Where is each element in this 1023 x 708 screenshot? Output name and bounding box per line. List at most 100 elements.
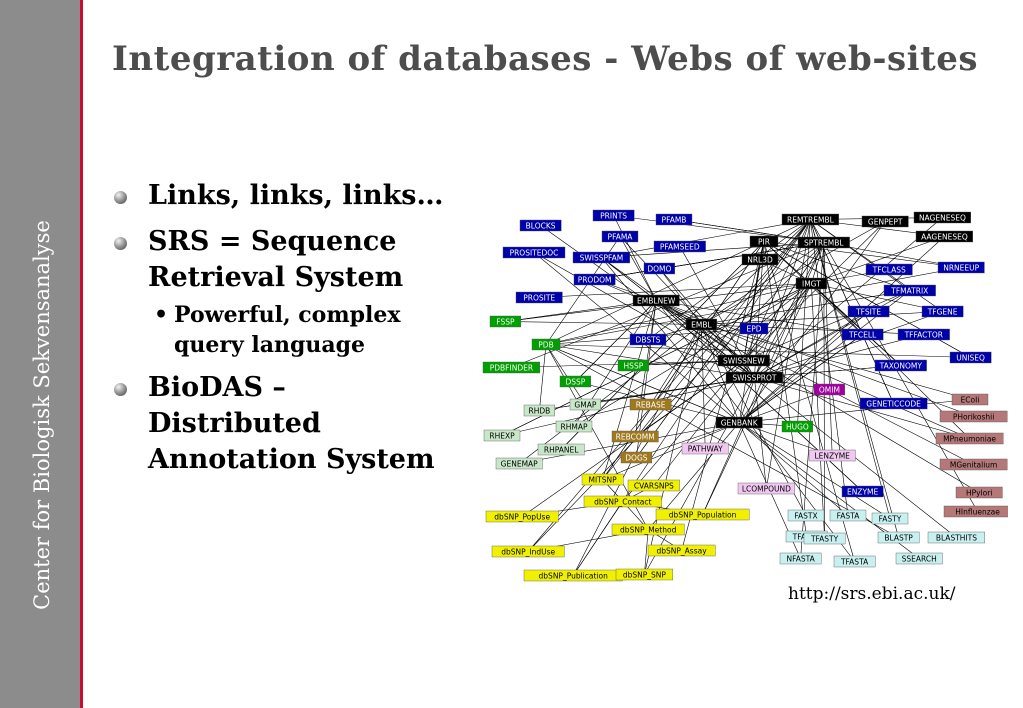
connection-line: [738, 221, 886, 423]
db-node-label: BLASTP: [884, 534, 913, 543]
db-node-label: dbSNP_Contact: [594, 498, 651, 507]
db-node-label: HPylori: [966, 489, 992, 498]
db-node-label: TFMATRIX: [890, 287, 928, 296]
connection-line: [545, 344, 740, 423]
sidebar-label: Center for Biologisk Sekvensanalyse: [30, 220, 54, 610]
db-node-box: [847, 305, 890, 318]
db-node-label: RHPANEL: [544, 446, 579, 455]
db-node: SWISSPROT: [725, 371, 783, 384]
db-node-label: EPD: [746, 325, 761, 334]
db-node-label: SSEARCH: [902, 555, 937, 564]
db-node-box: [485, 510, 559, 523]
db-node: TFGENE: [921, 305, 964, 318]
db-node-box: [739, 322, 769, 335]
db-node-box: [519, 219, 562, 232]
db-node-box: [937, 261, 985, 274]
db-node: PIR: [749, 235, 779, 248]
sub-bullet-icon: •: [154, 302, 169, 328]
bullet-icon: [114, 191, 127, 204]
db-node-label: HSSP: [624, 362, 644, 371]
connection-line: [539, 344, 547, 411]
db-node: PRODOM: [573, 273, 616, 286]
db-node-label: RHEXP: [489, 432, 515, 441]
connection-line: [701, 290, 910, 325]
db-node-box: [865, 263, 913, 276]
db-node: PRINTS: [592, 209, 635, 222]
bullet-item: BioDAS – Distributed Annotation System: [112, 370, 462, 478]
db-node-box: [569, 398, 601, 411]
sidebar-accent-rule: [80, 0, 83, 708]
db-node: PROSITE: [515, 291, 563, 304]
db-node-box: [617, 359, 649, 372]
db-node: PATHWAY: [681, 442, 729, 455]
db-node-box: [482, 361, 540, 374]
db-node-box: [841, 485, 884, 498]
db-node: NFASTA: [779, 552, 822, 565]
db-node-label: FASTX: [794, 512, 817, 521]
db-node: PFAMB: [655, 213, 693, 226]
db-node-box: [583, 495, 662, 508]
connection-line: [701, 242, 824, 325]
db-node: MPneumoniae: [935, 432, 1004, 445]
connection-line: [647, 339, 755, 378]
db-node: GENBANK: [715, 416, 763, 429]
db-node-label: MPneumoniae: [943, 435, 996, 444]
db-node: NRNEEUP: [937, 261, 985, 274]
connection-line: [743, 283, 812, 361]
connection-line: [810, 219, 849, 516]
db-node-label: SWISSNEW: [723, 357, 765, 366]
db-node: HInfluenzae: [943, 505, 1008, 518]
db-node-label: SPTREMBL: [804, 239, 844, 248]
connection-line: [743, 221, 886, 361]
connection-line: [619, 236, 755, 378]
db-node-label: GENBANK: [721, 419, 759, 428]
db-node-box: [781, 420, 813, 433]
connection-line: [656, 300, 980, 493]
srs-database-network-diagram: PRINTSBLOCKSPFAMBPFAMAPROSITEDOCSWISSPFA…: [482, 209, 1008, 582]
connection-line: [573, 283, 812, 427]
db-node-label: RHDB: [529, 407, 551, 416]
connection-line: [656, 300, 863, 335]
db-node-label: PROSITE: [523, 294, 555, 303]
bullet-item: Links, links, links…: [112, 178, 462, 214]
sidebar: Center for Biologisk Sekvensanalyse: [0, 0, 80, 708]
db-node: TAXONOMY: [874, 359, 927, 372]
connection-line: [527, 242, 825, 552]
connection-line: [681, 241, 765, 551]
db-node: EPD: [739, 322, 769, 335]
connection-line: [810, 219, 910, 291]
db-node-label: dbSNP_Publication: [539, 572, 609, 581]
db-node-label: TFASTA: [840, 558, 869, 567]
db-node: RHDB: [523, 404, 555, 417]
slide-title: Integration of databases - Webs of web-s…: [112, 39, 978, 79]
db-node-box: [572, 251, 630, 264]
db-node-box: [502, 246, 566, 259]
connection-line: [650, 324, 702, 405]
db-node-label: TFCELL: [848, 331, 877, 340]
db-node-label: FSSP: [496, 318, 515, 327]
connection-line: [501, 377, 755, 436]
db-node-box: [861, 215, 909, 228]
db-node: PHorikoshii: [939, 410, 1008, 423]
db-node-label: FASTY: [879, 515, 902, 524]
db-node-label: MITSNP: [589, 476, 618, 485]
connection-line: [811, 242, 825, 284]
db-node-box: [895, 552, 943, 565]
db-node: BLOCKS: [519, 219, 562, 232]
connection-line: [656, 300, 744, 361]
source-url: http://srs.ebi.ac.uk/: [788, 584, 956, 604]
connection-line: [754, 290, 910, 378]
db-node: PDBFINDER: [482, 361, 540, 374]
db-node-box: [653, 240, 706, 253]
connection-line: [701, 324, 744, 361]
db-node-box: [523, 404, 555, 417]
db-node-label: TFCLASS: [872, 266, 906, 275]
db-node-box: [943, 505, 1008, 518]
db-node-label: ECoIi: [961, 396, 980, 405]
db-node-box: [685, 318, 717, 331]
db-node-box: [859, 397, 928, 410]
db-node: ECoIi: [951, 393, 989, 406]
connection-line: [739, 334, 863, 423]
connection-line: [601, 242, 824, 258]
db-node-box: [781, 213, 839, 226]
